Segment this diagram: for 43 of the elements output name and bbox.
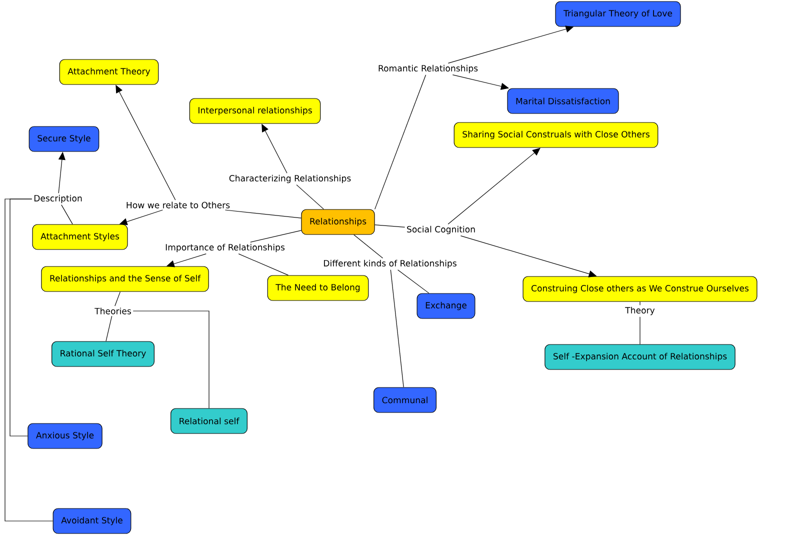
connector-line bbox=[374, 224, 406, 228]
concept-box: Attachment Theory bbox=[59, 59, 159, 85]
concept-box: Avoidant Style bbox=[52, 508, 132, 534]
arrow bbox=[452, 74, 509, 90]
linking-phrase: How we relate to Others bbox=[124, 200, 232, 210]
connector-line bbox=[374, 74, 426, 210]
concept-box: Triangular Theory of Love bbox=[555, 1, 681, 27]
concept-box: Relationships and the Sense of Self bbox=[41, 266, 209, 292]
arrow bbox=[448, 148, 540, 224]
connector-line bbox=[132, 310, 210, 408]
connector-line bbox=[354, 234, 384, 258]
linking-phrase: Romantic Relationships bbox=[376, 63, 480, 75]
connector-line bbox=[296, 184, 324, 210]
linking-phrase: Characterizing Relationships bbox=[227, 173, 353, 185]
connector-line bbox=[106, 316, 112, 342]
connector-line bbox=[238, 254, 289, 276]
concept-box: Anxious Style bbox=[28, 423, 102, 449]
connector-line bbox=[61, 204, 73, 224]
concept-box: Exchange bbox=[416, 293, 476, 319]
concept-box: Construing Close others as We Construe Ourselves bbox=[522, 276, 758, 302]
connector-line bbox=[398, 270, 430, 294]
concept-box: Rational Self Theory bbox=[52, 341, 154, 367]
concept-box: Relationships bbox=[301, 209, 375, 235]
connector-line bbox=[224, 210, 302, 218]
linking-phrase: Social Cognition bbox=[405, 224, 477, 236]
linking-phrase: Theories bbox=[93, 306, 133, 316]
connector-line bbox=[4, 198, 54, 522]
concept-box: Communal bbox=[374, 387, 436, 413]
concept-box: Marital Dissatisfaction bbox=[507, 88, 619, 114]
connector-line bbox=[390, 270, 404, 388]
linking-phrase: Importance of Relationships bbox=[164, 242, 286, 254]
concept-box: The Need to Belong bbox=[267, 275, 369, 301]
connector-line bbox=[114, 292, 120, 306]
concept-box: Attachment Styles bbox=[32, 224, 128, 250]
linking-phrase: Different kinds of Relationships bbox=[322, 258, 458, 270]
concept-box: Sharing Social Construals with Close Others bbox=[454, 122, 658, 148]
concept-box: Interpersonal relationships bbox=[189, 98, 321, 124]
linking-phrase: Theory bbox=[624, 305, 656, 317]
concept-box: Secure Style bbox=[28, 126, 100, 152]
concept-box: Self -Expansion Account of Relationships bbox=[544, 344, 736, 370]
linking-phrase: Description bbox=[32, 193, 84, 205]
concept-box: Relational self bbox=[170, 408, 248, 434]
connector-line bbox=[250, 230, 302, 242]
